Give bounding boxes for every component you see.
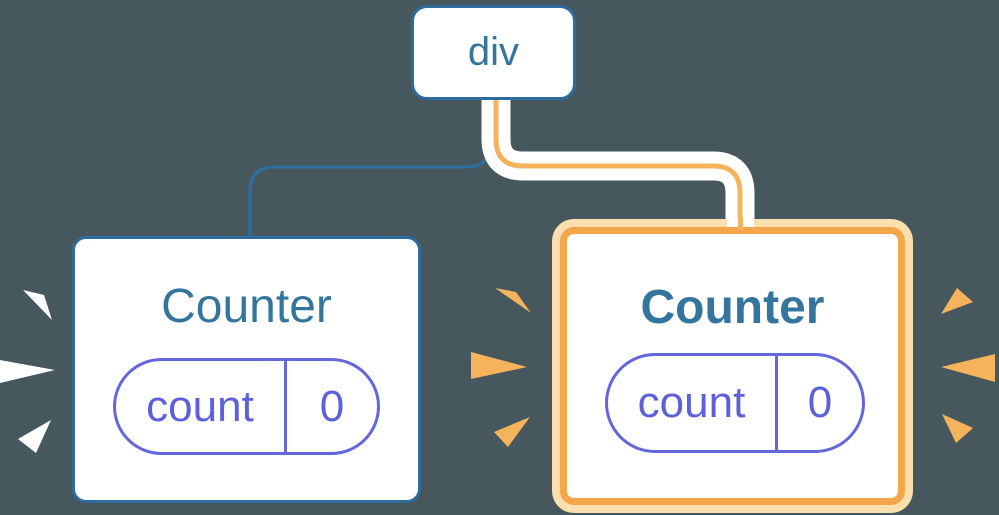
component-name: Counter xyxy=(161,280,332,333)
state-name: count xyxy=(116,361,287,452)
burst-mark-white-top xyxy=(23,290,52,320)
burst-mark-orange-right-bottom xyxy=(942,414,973,443)
component-name: Counter xyxy=(640,281,825,334)
state-value: 0 xyxy=(319,381,345,431)
state-pill: count 0 xyxy=(113,358,380,455)
burst-mark-orange-left-middle xyxy=(471,352,527,379)
state-value: 0 xyxy=(807,378,833,427)
edge-to-right-counter xyxy=(493,98,743,232)
burst-mark-white-middle xyxy=(0,360,55,383)
state-name: count xyxy=(608,356,778,450)
root-node-label: div xyxy=(467,30,520,74)
tree-node-counter-right: Counter count 0 xyxy=(560,227,905,505)
burst-mark-orange-right-middle xyxy=(941,354,995,382)
tree-node-counter-left: Counter count 0 xyxy=(72,236,421,503)
burst-mark-white-bottom xyxy=(18,420,51,453)
burst-mark-orange-left-bottom xyxy=(494,417,530,447)
edge-entry-stripe xyxy=(738,217,743,230)
burst-mark-orange-right-top xyxy=(941,288,973,314)
state-pill: count 0 xyxy=(605,353,865,453)
burst-mark-orange-left-top xyxy=(495,288,531,313)
edge-to-left-counter xyxy=(248,98,493,240)
tree-node-div: div xyxy=(411,5,576,100)
